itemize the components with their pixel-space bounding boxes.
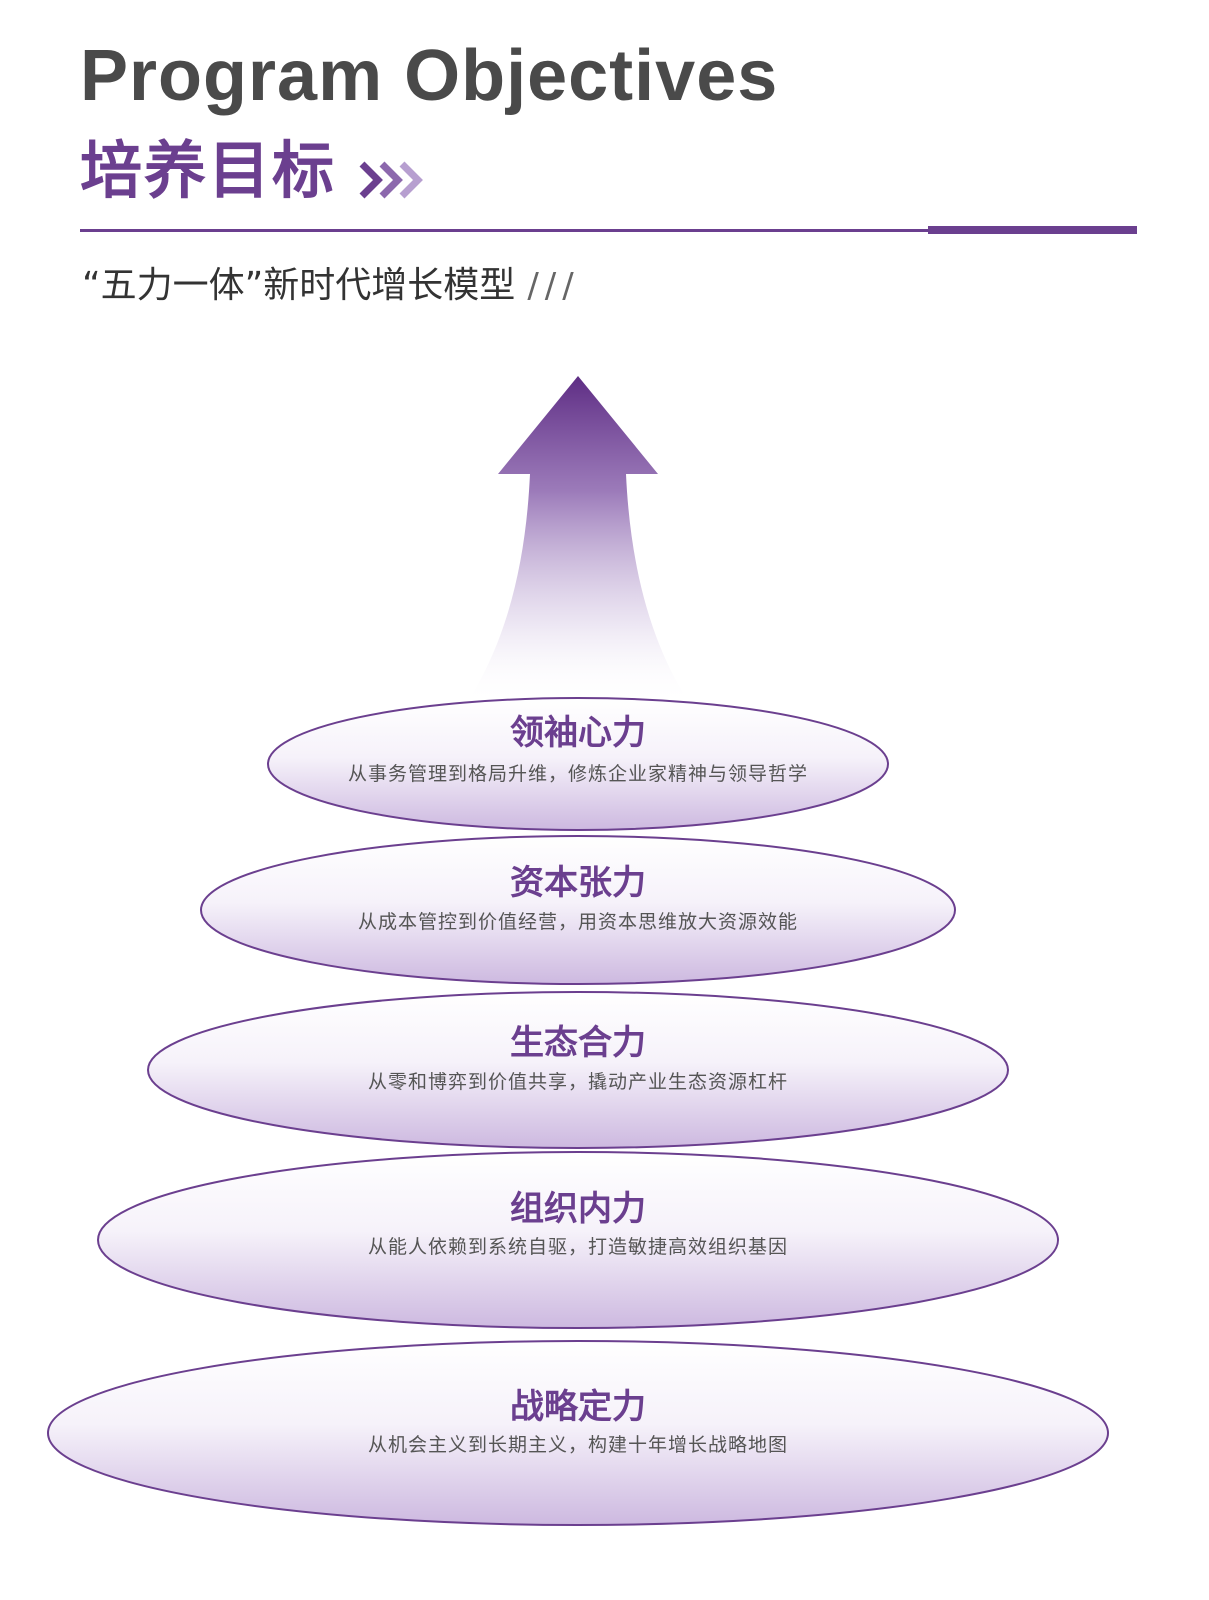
model-subtitle-text: “五力一体”新时代增长模型 <box>82 265 516 306</box>
layer-desc-capital: 从成本管控到价值经营，用资本思维放大资源效能 <box>357 911 798 933</box>
layer-title-organization: 组织内力 <box>510 1189 646 1229</box>
layer-title-strategy: 战略定力 <box>510 1387 646 1427</box>
layer-ellipse-5 <box>47 1340 1109 1526</box>
header-divider-accent <box>928 226 1137 234</box>
page-title-en: Program Objectives <box>80 36 779 116</box>
triple-chevron-right-icon <box>359 161 423 199</box>
layer-desc-leadership: 从事务管理到格局升维，修炼企业家精神与领导哲学 <box>347 763 808 785</box>
layer-ellipse-4 <box>97 1151 1059 1329</box>
layer-desc-ecosystem: 从零和博弈到价值共享，撬动产业生态资源杠杆 <box>367 1071 788 1093</box>
slash-decoration: /// <box>527 266 580 306</box>
layer-title-capital: 资本张力 <box>510 863 646 903</box>
page-title-zh: 培养目标 <box>80 134 337 207</box>
layer-ellipse-2 <box>200 835 956 985</box>
layer-desc-organization: 从能人依赖到系统自驱，打造敏捷高效组织基因 <box>367 1236 788 1258</box>
layer-ellipse-1 <box>267 697 889 831</box>
up-arrow-icon <box>466 376 690 704</box>
layer-title-ecosystem: 生态合力 <box>510 1023 646 1063</box>
model-subtitle: “五力一体”新时代增长模型 /// <box>82 268 580 304</box>
layer-title-leadership: 领袖心力 <box>510 713 646 753</box>
layer-desc-strategy: 从机会主义到长期主义，构建十年增长战略地图 <box>367 1434 788 1456</box>
header-divider <box>80 229 1137 232</box>
layer-ellipse-3 <box>147 991 1009 1149</box>
